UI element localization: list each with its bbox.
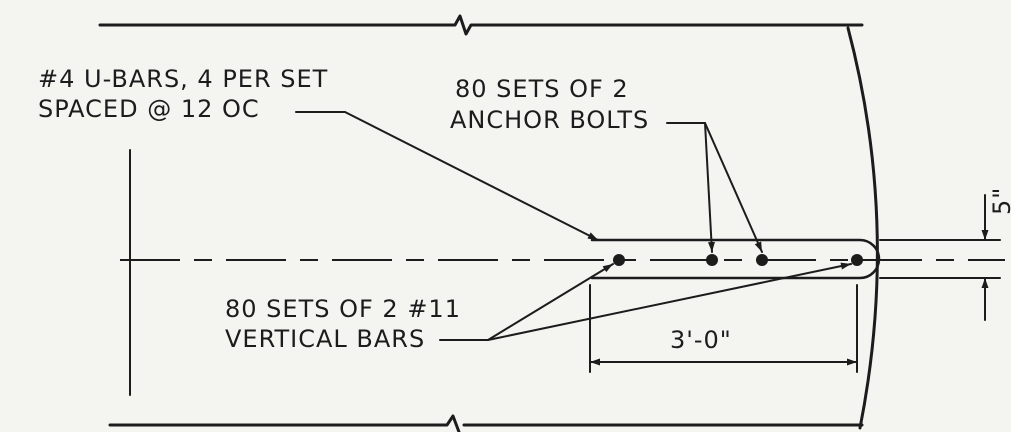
note-ubars-line-1: #4 U-BARS, 4 PER SET: [38, 65, 328, 93]
note-anchor-line-1: 80 SETS OF 2: [455, 75, 629, 103]
vertical-bar-left: [613, 254, 625, 266]
dim-length-label: 3'-0": [670, 326, 732, 354]
anchor-bolt-1: [706, 254, 718, 266]
dim-width-label: 5": [988, 187, 1011, 215]
leader-anchor-1: [704, 122, 715, 253]
ubar-slot: [590, 238, 881, 280]
top-wall-edge: [98, 14, 864, 36]
note-vertical-line-2: VERTICAL BARS: [225, 325, 425, 353]
leader-vertical-2: [487, 262, 852, 341]
curved-wall-end: [846, 26, 879, 430]
anchor-bolt-2: [756, 254, 768, 266]
bottom-wall-edge: [108, 414, 864, 432]
note-vertical-line-1: 80 SETS OF 2 #11: [225, 295, 461, 323]
leader-anchor-2: [704, 122, 763, 253]
leader-ubars: [295, 111, 599, 241]
note-anchor-line-2: ANCHOR BOLTS: [450, 106, 649, 134]
note-ubars-line-2: SPACED @ 12 OC: [38, 95, 260, 123]
vertical-bar-right: [851, 254, 863, 266]
leader-vertical-1: [487, 263, 614, 341]
